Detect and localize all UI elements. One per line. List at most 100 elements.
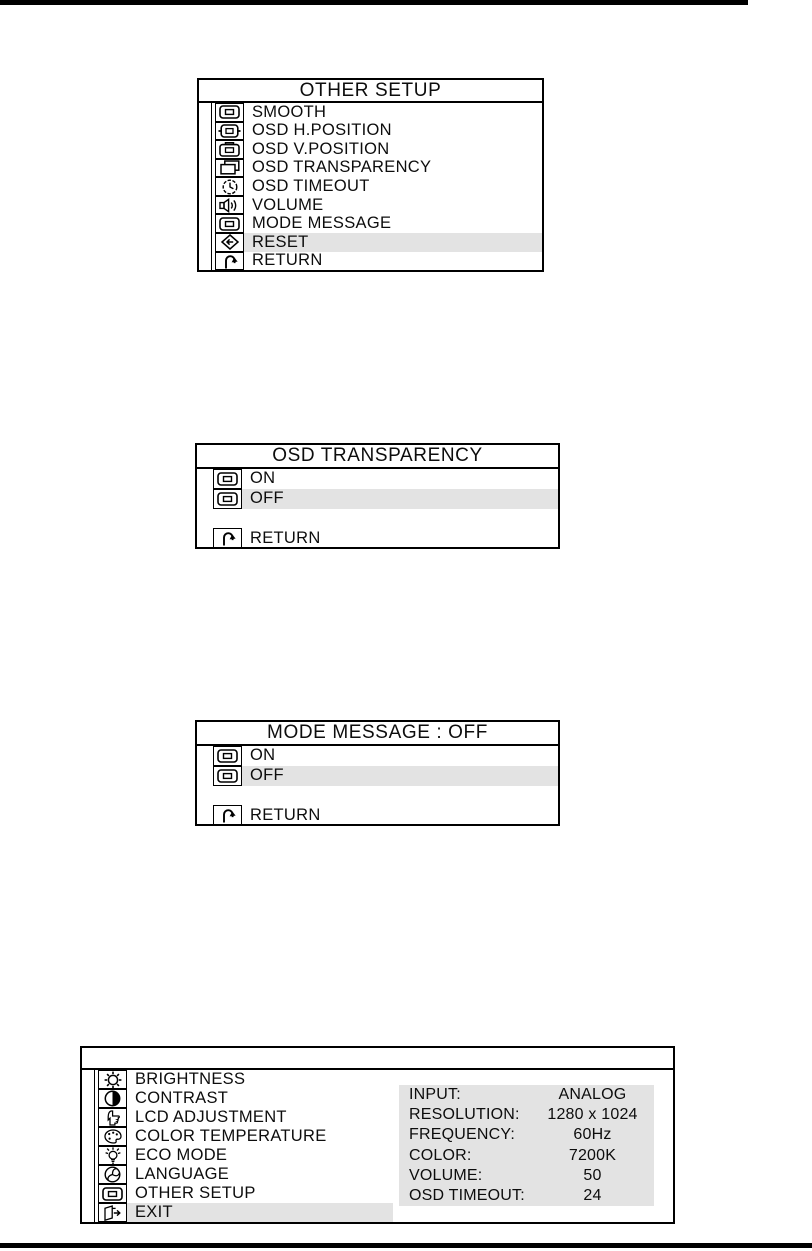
panel-title: OTHER SETUP (199, 80, 542, 103)
screen-icon (98, 1184, 127, 1203)
menu-item-volume[interactable]: VOLUME (199, 196, 542, 215)
menu-item-mode-message[interactable]: MODE MESSAGE (199, 214, 542, 233)
screen-icon (213, 746, 242, 766)
menu-item-label: MODE MESSAGE (252, 214, 392, 233)
menu-item-label-area: ON (242, 746, 558, 766)
menu-item-label: BRIGHTNESS (135, 1070, 246, 1088)
menu-item-label-area: RETURN (242, 805, 558, 825)
info-value: 1280 x 1024 (547, 1106, 638, 1124)
info-row-volume: VOLUME:50 (399, 1166, 654, 1186)
screen-icon (213, 765, 242, 786)
menu-item-label: ECO MODE (135, 1146, 228, 1164)
menu-item-label: OTHER SETUP (135, 1184, 256, 1202)
info-value: 60Hz (573, 1126, 612, 1144)
menu-item-label: OSD TRANSPARENCY (252, 158, 432, 177)
menu-item-return[interactable]: RETURN (199, 251, 542, 271)
menu-item-off[interactable]: OFF (197, 765, 558, 786)
brightness-icon (98, 1070, 127, 1089)
menu-item-label-area: RESET (244, 233, 542, 252)
osd-h-position-icon (215, 121, 244, 141)
menu-item-label-area: BRIGHTNESS (127, 1070, 673, 1089)
return-icon (213, 805, 242, 825)
screen-icon (215, 103, 244, 122)
menu-item-label-area: MODE MESSAGE (244, 214, 542, 233)
info-row-color: COLOR: 7200K (399, 1146, 654, 1166)
screen-icon (213, 469, 242, 489)
menu-item-osd-v-position[interactable]: OSD V.POSITION (199, 140, 542, 159)
info-value: 50 (583, 1166, 602, 1184)
page-bottom-rule (0, 1243, 812, 1248)
return-icon (215, 251, 244, 271)
menu-item-eco-mode[interactable]: ECO MODE (82, 1146, 673, 1165)
menu-item-label: SMOOTH (252, 102, 327, 121)
exit-icon (98, 1203, 127, 1222)
info-value: 7200K (568, 1146, 617, 1164)
menu-item-lcd-adjustment[interactable]: LCD ADJUSTMENT (82, 1108, 673, 1127)
info-label: RESOLUTION: (409, 1106, 520, 1124)
menu-item-label-area: SMOOTH (244, 103, 542, 122)
menu-item-label: RESET (252, 232, 309, 251)
info-label: FREQUENCY: (409, 1126, 516, 1144)
info-row-frequency: FREQUENCY: 60Hz (399, 1125, 654, 1145)
menu-item-label-area: RETURN (242, 528, 558, 548)
menu-item-label-area: LANGUAGE (127, 1165, 673, 1184)
clock-icon (215, 177, 244, 196)
menu-item-off[interactable]: OFF (197, 488, 558, 509)
menu-item-label: VOLUME (252, 195, 324, 214)
menu-item-label-area: OSD H.POSITION (244, 121, 542, 141)
reset-icon (215, 232, 244, 252)
info-label: INPUT: (409, 1086, 461, 1104)
menu-item-label-area: LCD ADJUSTMENT (127, 1108, 673, 1127)
menu-item-label: CONTRAST (135, 1089, 229, 1107)
info-value: 24 (583, 1186, 602, 1204)
menu-item-color-temperature[interactable]: COLOR TEMPERATURE (82, 1127, 673, 1146)
menu-item-spacer (197, 786, 558, 806)
menu-item-label: OFF (250, 766, 284, 785)
menu-item-osd-h-position[interactable]: OSD H.POSITION (199, 121, 542, 141)
menu-item-label-area (242, 509, 558, 529)
menu-item-label: COLOR TEMPERATURE (135, 1127, 327, 1145)
panel-title: OSD TRANSPARENCY (197, 445, 558, 469)
menu-item-label-area: OFF (242, 765, 558, 786)
info-row-osd-timeout: OSD TIMEOUT:24 (399, 1186, 654, 1206)
menu-item-label: OSD H.POSITION (252, 121, 392, 140)
menu-item-on[interactable]: ON (197, 469, 558, 489)
info-row-input: INPUT:ANALOG (399, 1085, 654, 1105)
page-top-rule (0, 0, 748, 5)
menu-item-brightness[interactable]: BRIGHTNESS (82, 1070, 673, 1089)
info-label: COLOR: (409, 1146, 472, 1164)
info-row-resolution: RESOLUTION: 1280 x 1024 (399, 1105, 654, 1125)
eco-bulb-icon (98, 1146, 127, 1165)
menu-item-label: RETURN (250, 805, 321, 824)
menu-item-label-area: OSD V.POSITION (244, 140, 542, 159)
menu-item-contrast[interactable]: CONTRAST (82, 1089, 673, 1108)
menu-item-osd-transparency[interactable]: OSD TRANSPARENCY (199, 158, 542, 178)
menu-item-label: RETURN (252, 251, 323, 270)
contrast-icon (98, 1089, 127, 1108)
menu-item-return[interactable]: RETURN (197, 528, 558, 548)
menu-item-language[interactable]: LANGUAGE (82, 1165, 673, 1184)
screen-icon (215, 214, 244, 233)
menu-item-label-area: ON (242, 469, 558, 489)
menu-item-exit[interactable]: EXIT (82, 1203, 673, 1222)
palette-icon (98, 1127, 127, 1146)
menu-item-on[interactable]: ON (197, 746, 558, 766)
menu-item-label: ON (250, 746, 276, 765)
menu-item-label: OSD TIMEOUT (252, 177, 370, 196)
menu-item-smooth[interactable]: SMOOTH (199, 103, 542, 122)
menu-item-label: LCD ADJUSTMENT (135, 1108, 287, 1126)
menu-item-reset[interactable]: RESET (199, 233, 542, 252)
menu-item-osd-timeout[interactable]: OSD TIMEOUT (199, 177, 542, 196)
menu-item-label-area: OTHER SETUP (127, 1184, 673, 1203)
menu-item-spacer (197, 509, 558, 529)
panel-title (82, 1048, 673, 1070)
menu-item-label: RETURN (250, 528, 321, 547)
menu-item-return[interactable]: RETURN (197, 805, 558, 825)
menu-item-other-setup[interactable]: OTHER SETUP (82, 1184, 673, 1203)
globe-icon (98, 1165, 127, 1184)
